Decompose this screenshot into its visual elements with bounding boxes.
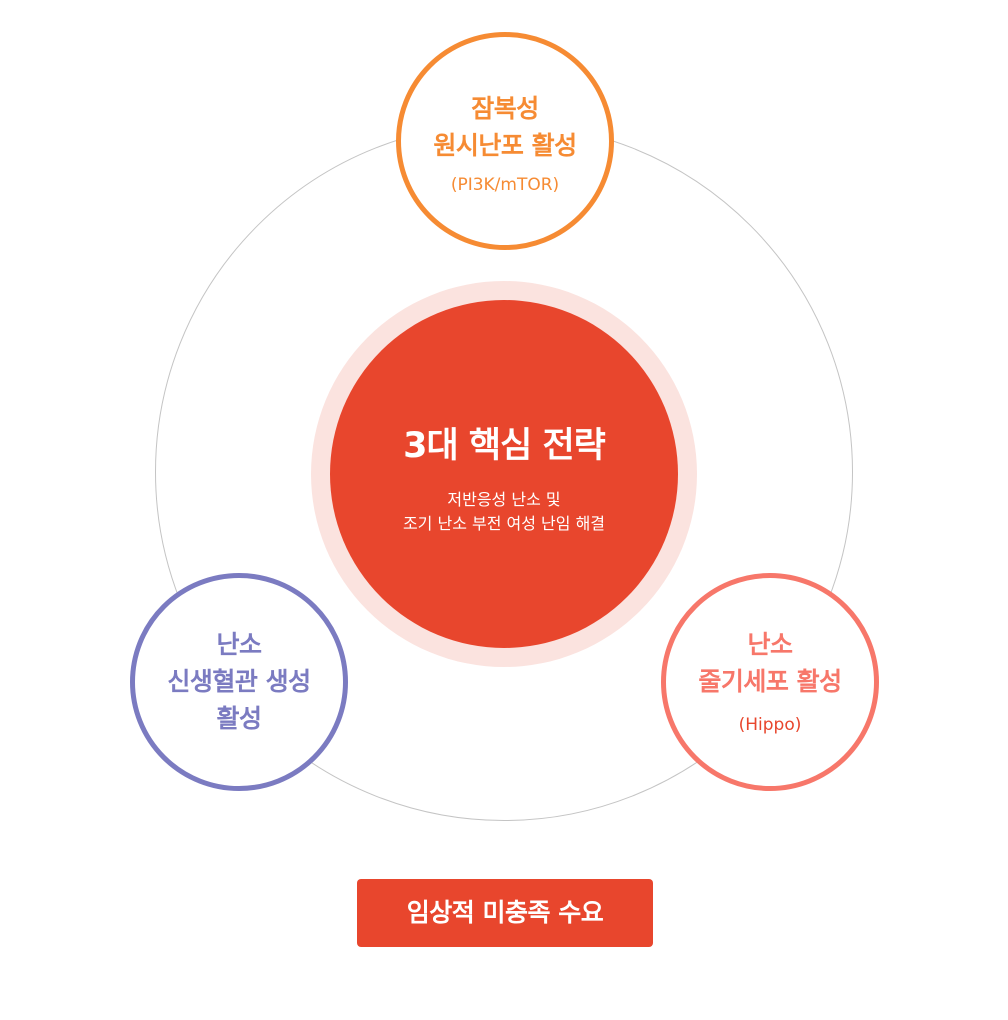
core-subtitle-line-1: 저반응성 난소 및 <box>447 490 561 509</box>
node-top-title: 잠복성 원시난포 활성 <box>401 90 609 164</box>
node-top-title-line-1: 잠복성 <box>471 94 539 123</box>
core-title: 3대 핵심 전략 <box>403 426 606 466</box>
node-right-title-line-1: 난소 <box>747 630 793 659</box>
unmet-need-label: 임상적 미충족 수요 <box>357 879 653 947</box>
node-primordial-follicle-activation: 잠복성 원시난포 활성 (PI3K/mTOR) <box>396 32 614 250</box>
node-top-title-line-2: 원시난포 활성 <box>433 131 577 160</box>
node-right-title-line-2: 줄기세포 활성 <box>698 667 842 696</box>
node-left-title-line-1: 난소 <box>216 630 262 659</box>
node-right-title: 난소 줄기세포 활성 <box>666 626 874 700</box>
core-subtitle: 저반응성 난소 및 조기 난소 부전 여성 난임 해결 <box>330 488 678 536</box>
node-right-subtitle: (Hippo) <box>738 715 802 735</box>
node-left-title-line-2: 신생혈관 생성 <box>167 667 311 696</box>
node-ovarian-angiogenesis: 난소 신생혈관 생성 활성 <box>130 573 348 791</box>
node-top-subtitle: (PI3K/mTOR) <box>450 175 560 195</box>
core-subtitle-line-2: 조기 난소 부전 여성 난임 해결 <box>402 514 606 533</box>
node-left-title: 난소 신생혈관 생성 활성 <box>135 626 343 737</box>
core-strategy-circle: 3대 핵심 전략 저반응성 난소 및 조기 난소 부전 여성 난임 해결 <box>330 300 678 648</box>
node-left-title-line-3: 활성 <box>216 704 262 733</box>
node-ovarian-stem-cell-activation: 난소 줄기세포 활성 (Hippo) <box>661 573 879 791</box>
